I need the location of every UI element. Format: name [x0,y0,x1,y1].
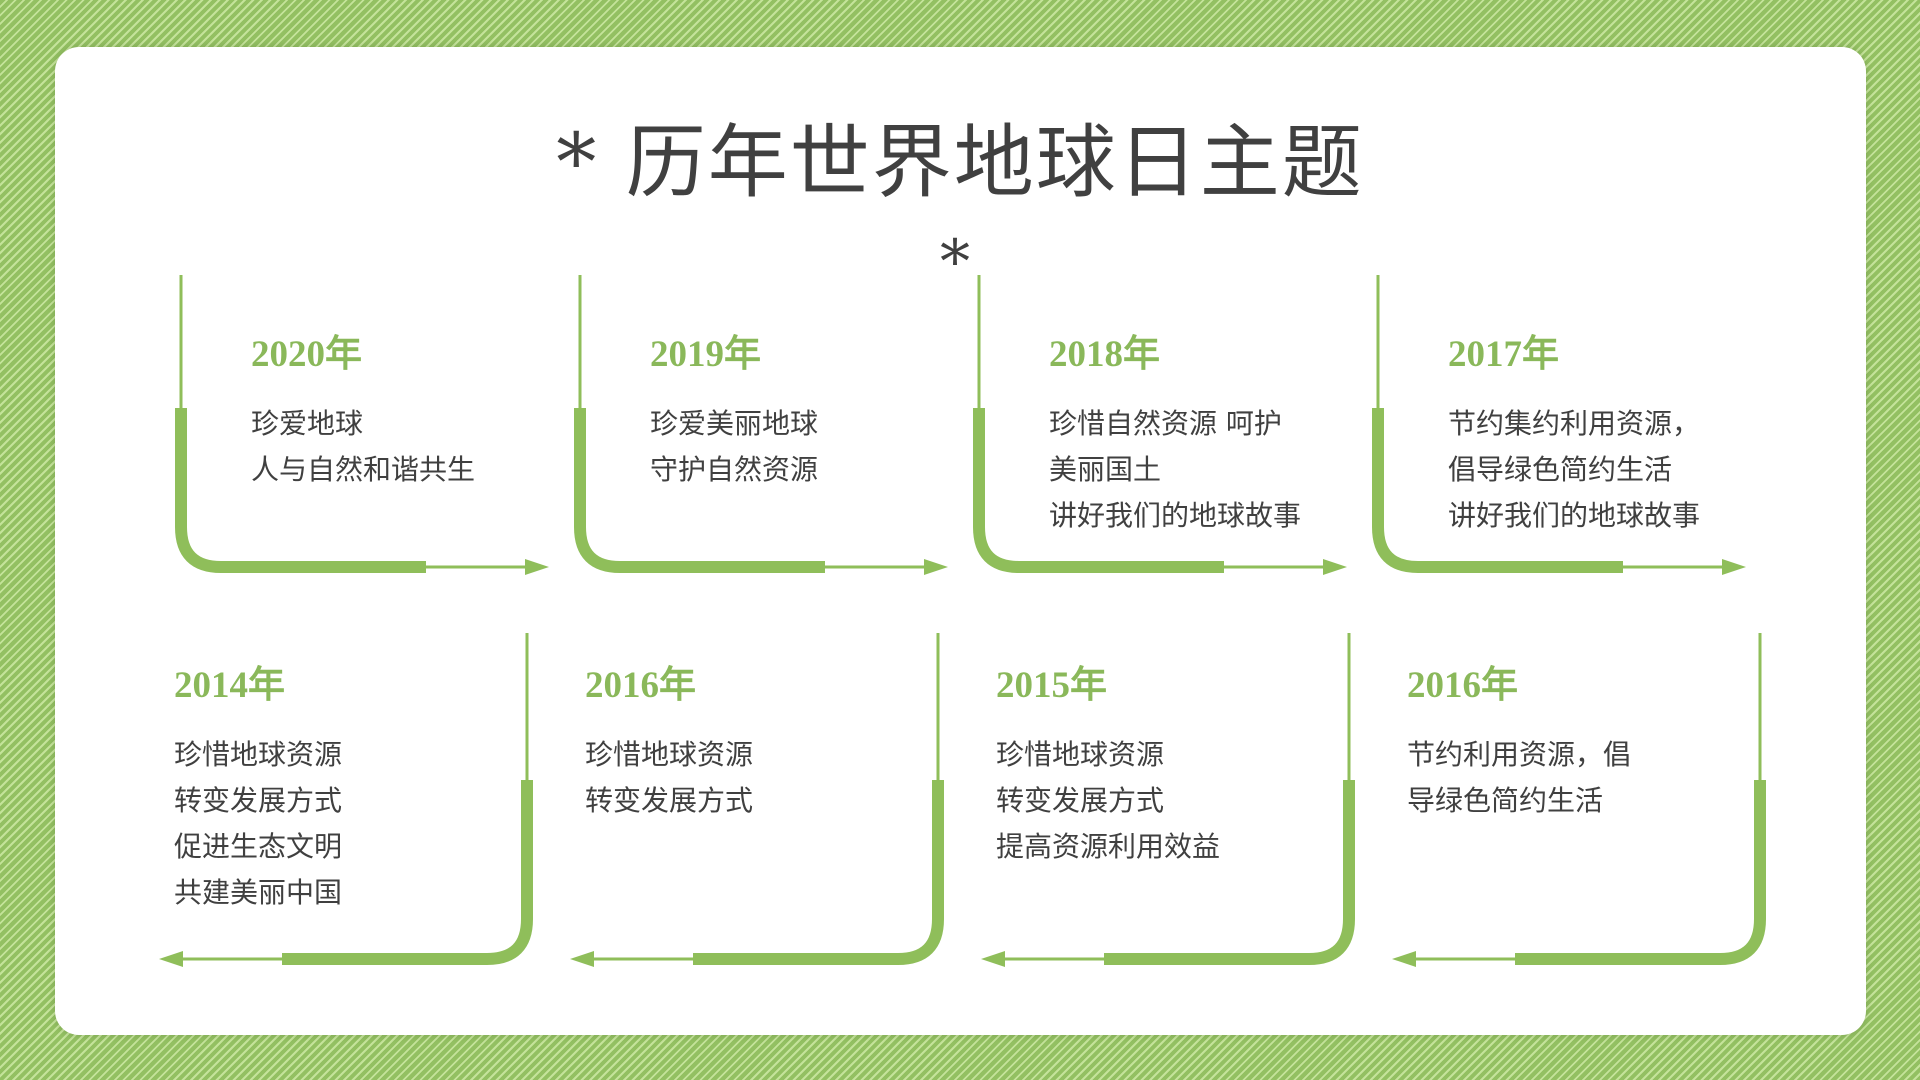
thick-bend-line [1104,780,1355,965]
timeline-entry: 2017年节约集约利用资源， 倡导绿色简约生活讲好我们的地球故事 [1448,333,1700,539]
entry-text: 珍惜地球资源转变发展方式提高资源利用效益 [996,732,1220,870]
entry-line: 节约利用资源，倡 [1407,738,1632,771]
entry-line: 珍惜地球资源 [174,738,343,771]
entry-text: 珍爱美丽地球守护自然资源 [650,401,818,493]
entry-year: 2016年 [1407,665,1518,706]
arrow-right-icon [1323,559,1347,575]
thick-bend-line [574,408,825,573]
entry-year: 2017年 [1448,334,1559,375]
timeline-entry: 2019年珍爱美丽地球守护自然资源 [650,333,818,493]
thick-bend-line [175,408,426,573]
entry-line: 珍爱美丽地球 [650,407,819,440]
timeline-entry: 2020年珍爱地球人与自然和谐共生 [251,333,475,493]
entry-line: 转变发展方式 [996,784,1165,817]
entry-year: 2016年 [585,665,696,706]
entry-year: 2018年 [1049,334,1160,375]
arrow-left-icon [1392,951,1416,967]
entry-line: 讲好我们的地球故事 [1448,499,1701,532]
entry-line: 珍惜自然资源 呵护 [1049,407,1282,440]
arrow-left-icon [981,951,1005,967]
entry-line: 共建美丽中国 [174,876,343,909]
entry-text: 珍惜地球资源转变发展方式 [585,732,753,824]
entry-line: 促进生态文明 [174,830,343,863]
timeline-entry: 2016年珍惜地球资源转变发展方式 [585,664,753,824]
timeline-entry: 2016年节约利用资源，倡导绿色简约生活 [1407,664,1631,824]
entry-line: 转变发展方式 [174,784,343,817]
timeline-entry: 2015年珍惜地球资源转变发展方式提高资源利用效益 [996,664,1220,870]
arrow-left-icon [159,951,183,967]
entry-line: 讲好我们的地球故事 [1049,499,1302,532]
arrow-left-icon [570,951,594,967]
entry-text: 珍爱地球人与自然和谐共生 [251,401,475,493]
entry-line: 提高资源利用效益 [996,830,1221,863]
slide-card [55,47,1866,1035]
entry-year: 2019年 [650,334,761,375]
timeline-entry: 2018年珍惜自然资源 呵护美丽国土讲好我们的地球故事 [1049,333,1301,539]
thick-bend-line [693,780,944,965]
entry-line: 节约集约利用资源， [1448,407,1701,440]
entry-line: 珍惜地球资源 [996,738,1165,771]
entry-line: 导绿色简约生活 [1407,784,1604,817]
entry-line: 珍惜地球资源 [585,738,754,771]
entry-line: 守护自然资源 [650,453,819,486]
thick-bend-line [282,780,533,965]
entry-line: 倡导绿色简约生活 [1448,453,1673,486]
entry-text: 珍惜地球资源转变发展方式促进生态文明共建美丽中国 [174,732,342,916]
timeline-entry: 2014年珍惜地球资源转变发展方式促进生态文明共建美丽中国 [174,664,342,916]
page-title: * 历年世界地球日主题 [556,116,1364,209]
thick-bend-line [1372,408,1623,573]
entry-line: 人与自然和谐共生 [251,453,476,486]
asterisk-mark: * [940,227,970,297]
arrow-right-icon [525,559,549,575]
entry-text: 珍惜自然资源 呵护美丽国土讲好我们的地球故事 [1049,401,1301,539]
entry-line: 转变发展方式 [585,784,754,817]
entry-line: 珍爱地球 [251,407,364,440]
arrow-right-icon [1722,559,1746,575]
entry-year: 2020年 [251,334,362,375]
entry-year: 2014年 [174,665,285,706]
thick-bend-line [973,408,1224,573]
arrow-right-icon [924,559,948,575]
entry-year: 2015年 [996,665,1107,706]
entry-text: 节约集约利用资源， 倡导绿色简约生活讲好我们的地球故事 [1448,401,1700,539]
thick-bend-line [1515,780,1766,965]
entry-line: 美丽国土 [1049,453,1162,486]
entry-text: 节约利用资源，倡导绿色简约生活 [1407,732,1631,824]
